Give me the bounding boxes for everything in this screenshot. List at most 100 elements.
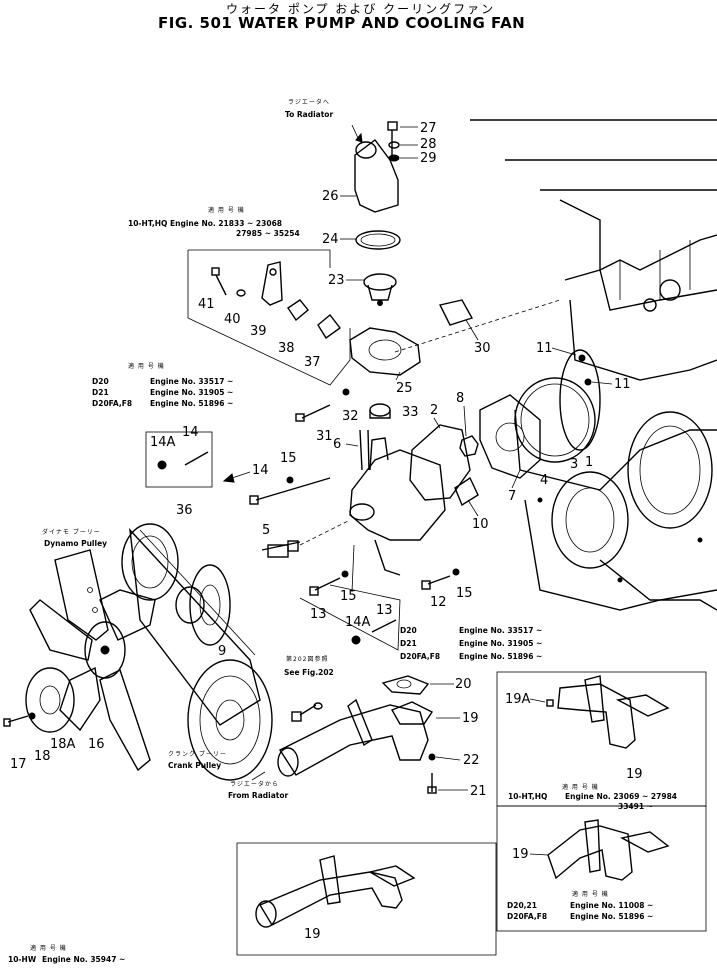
part-22: 22 (463, 753, 480, 768)
part-11b: 11 (614, 377, 631, 392)
see-fig-jp: 第202図参照 (286, 655, 328, 663)
box2-engine-0: Engine No. 11008 ~ (570, 901, 653, 910)
part-4: 4 (540, 473, 548, 488)
center-model-0: D20 (400, 626, 417, 635)
lower-center-group: 15 13 13 14A 12 15 D20 Engine No. 33517 … (299, 544, 542, 661)
box2-model-0: D20,21 (507, 901, 537, 910)
part-3: 3 (570, 457, 578, 472)
part-38: 38 (278, 341, 295, 356)
applicable-jp-box2: 適 用 号 機 (572, 890, 609, 898)
dynamo-pulley-jp: ダイナモ プーリー (42, 528, 101, 536)
left-model-0: D20 (92, 377, 109, 386)
engine-block (470, 119, 717, 611)
center-engine-1: Engine No. 31905 ~ (459, 639, 542, 648)
left-engine-2: Engine No. 51896 ~ (150, 399, 233, 408)
dynamo-pulley-label: Dynamo Pulley (44, 539, 107, 548)
part-26: 26 (322, 189, 339, 204)
part-18: 18 (34, 749, 51, 764)
center-engine-2: Engine No. 51896 ~ (459, 652, 542, 661)
part-7: 7 (508, 489, 516, 504)
fan-and-pulleys: ダイナモ プーリー Dynamo Pulley 36 9 クランク プーリー C… (3, 503, 273, 781)
left-engine-0: Engine No. 33517 ~ (150, 377, 233, 386)
box2-model-1: D20FA,F8 (507, 912, 547, 921)
part-19-main: 19 (462, 711, 479, 726)
crank-pulley-label: Crank Pulley (168, 761, 221, 770)
part-39: 39 (250, 324, 267, 339)
top-line1: Engine No. 21833 ~ 23068 (170, 219, 282, 228)
thermostat-group: ラジエータへ To Radiator 27 28 29 26 24 23 適 用… (128, 98, 561, 396)
center-model-2: D20FA,F8 (400, 652, 440, 661)
part-18a: 18A (50, 737, 76, 752)
part-19-box3: 19 (304, 927, 321, 942)
figure-title: FIG. 501 WATER PUMP AND COOLING FAN (158, 14, 526, 32)
part-21: 21 (470, 784, 487, 799)
box1-line2: 33491 ~ (618, 802, 653, 811)
part-24: 24 (322, 232, 339, 247)
from-radiator-label: From Radiator (228, 791, 288, 800)
applicable-jp-top: 適 用 号 機 (208, 206, 245, 214)
part-15b: 15 (340, 589, 357, 604)
part-31: 31 (316, 429, 333, 444)
left-engine-1: Engine No. 31905 ~ (150, 388, 233, 397)
variant-box-right-bottom: 19 適 用 号 機 D20,21 Engine No. 11008 ~ D20… (496, 805, 707, 932)
top-model: 10-HT,HQ (128, 219, 167, 228)
part-19a: 19A (505, 692, 531, 707)
part-20: 20 (455, 677, 472, 692)
applicable-jp-left: 適 用 号 機 (128, 362, 165, 370)
part-13b: 13 (376, 603, 393, 618)
box3-model: 10-HW (8, 955, 37, 964)
box2-engine-1: Engine No. 51896 ~ (570, 912, 653, 921)
part-27: 27 (420, 121, 437, 136)
part-14c: 14 (252, 463, 269, 478)
part-40: 40 (224, 312, 241, 327)
applicable-jp-box3: 適 用 号 機 (30, 944, 67, 952)
part-41: 41 (198, 297, 215, 312)
applicable-jp-box1: 適 用 号 機 (562, 783, 599, 791)
to-radiator-label: To Radiator (285, 110, 333, 119)
variant-box-bottom: 19 適 用 号 機 10-HW Engine No. 35947 ~ (8, 842, 497, 964)
part-11a: 11 (536, 341, 553, 356)
part-6: 6 (333, 437, 341, 452)
japanese-title: ウォータ ポンプ および クーリングファン (226, 2, 496, 16)
center-model-1: D21 (400, 639, 417, 648)
top-line2: 27985 ~ 35254 (236, 229, 300, 238)
see-fig-label: See Fig.202 (284, 668, 334, 677)
part-14a-lower: 14A (345, 615, 371, 630)
box3-engine: Engine No. 35947 ~ (42, 955, 125, 964)
part-9: 9 (218, 644, 226, 659)
part-33: 33 (402, 405, 419, 420)
left-model-2: D20FA,F8 (92, 399, 132, 408)
crank-pulley-jp: クランク プーリー (168, 751, 227, 758)
part-36: 36 (176, 503, 193, 518)
part-16: 16 (88, 737, 105, 752)
part-29: 29 (420, 151, 437, 166)
part-28: 28 (420, 137, 437, 152)
inlet-pipe-group: 第202図参照 See Fig.202 20 19 22 21 ラジエータから … (228, 655, 487, 800)
box1-model: 10-HT,HQ (508, 792, 547, 801)
part-12: 12 (430, 595, 447, 610)
part-5: 5 (262, 523, 270, 538)
to-radiator-jp: ラジエータへ (288, 98, 330, 106)
part-17: 17 (10, 757, 27, 772)
box1-line1: Engine No. 23069 ~ 27984 (565, 792, 677, 801)
part-19-box1: 19 (626, 767, 643, 782)
part-23: 23 (328, 273, 345, 288)
part-14a: 14A (150, 435, 176, 450)
part-14b: 14 (182, 425, 199, 440)
left-model-1: D21 (92, 388, 109, 397)
from-radiator-jp: ラジエータから (230, 780, 279, 788)
part-37: 37 (304, 355, 321, 370)
part-10: 10 (472, 517, 489, 532)
part-32: 32 (342, 409, 359, 424)
part-8: 8 (456, 391, 464, 406)
part-19-box2: 19 (512, 847, 529, 862)
part-13a: 13 (310, 607, 327, 622)
part-2: 2 (430, 403, 438, 418)
water-pump-group: 適 用 号 機 D20 Engine No. 33517 ~ D21 Engin… (92, 341, 631, 576)
part-15c: 15 (456, 586, 473, 601)
center-engine-0: Engine No. 33517 ~ (459, 626, 542, 635)
part-1: 1 (585, 455, 593, 470)
part-25: 25 (396, 381, 413, 396)
variant-box-right-top: 19A 19 適 用 号 機 10-HT,HQ Engine No. 23069… (496, 671, 707, 811)
